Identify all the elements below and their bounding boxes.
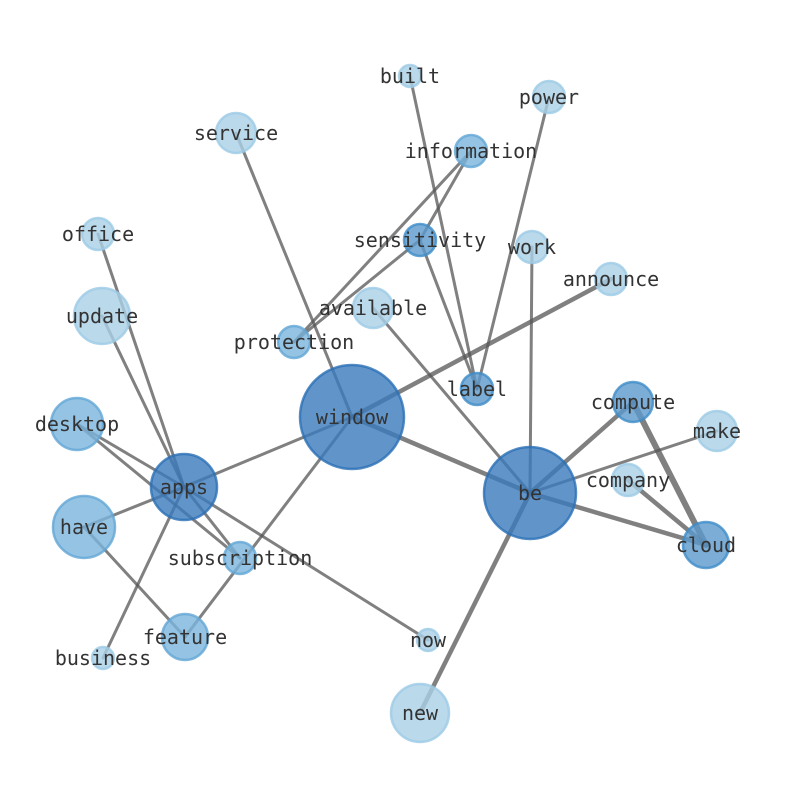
node-label-sensitivity: sensitivity (354, 228, 486, 252)
node-built[interactable] (397, 63, 423, 89)
node-label-feature: feature (143, 625, 227, 649)
labels: built power service information office sensit… (35, 64, 741, 725)
node-label[interactable] (459, 371, 495, 407)
node-window[interactable] (298, 363, 406, 471)
edge-apps-now (182, 485, 430, 642)
node-announce[interactable] (593, 261, 629, 297)
node-label-window: window (316, 405, 389, 429)
node-label-built: built (380, 64, 440, 88)
edge-office-apps (96, 232, 186, 489)
node-protection[interactable] (276, 324, 312, 360)
node-be[interactable] (482, 445, 578, 541)
node-label-have: have (60, 515, 108, 539)
node-label-be: be (518, 481, 542, 505)
node-label-cloud: cloud (676, 533, 736, 557)
node-sensitivity[interactable] (402, 222, 438, 258)
node-new[interactable] (389, 682, 451, 744)
edge-compute-cloud (630, 399, 709, 548)
node-available[interactable] (351, 286, 395, 330)
node-label-make: make (693, 419, 741, 443)
node-label-service: service (194, 121, 278, 145)
node-label-label: label (447, 377, 507, 401)
edge-built-label (408, 74, 479, 391)
node-cloud[interactable] (681, 520, 731, 570)
edge-sensitivity-protection (292, 238, 422, 344)
node-make[interactable] (695, 409, 739, 453)
node-label-office: office (62, 222, 134, 246)
node-label-power: power (519, 85, 579, 109)
node-feature[interactable] (160, 612, 210, 662)
node-power[interactable] (531, 79, 567, 115)
node-label-available: available (319, 296, 427, 320)
node-service[interactable] (214, 111, 258, 155)
node-label-subscription: subscription (168, 546, 313, 570)
node-label-apps: apps (160, 475, 208, 499)
node-label-update: update (66, 304, 138, 328)
node-compute[interactable] (611, 380, 655, 424)
node-label-new: new (402, 701, 439, 725)
edge-sensitivity-label (418, 238, 479, 391)
node-label-business: business (55, 646, 151, 670)
node-have[interactable] (51, 494, 117, 560)
nodes (49, 63, 739, 744)
node-business[interactable] (90, 645, 116, 671)
node-label-announce: announce (563, 267, 659, 291)
node-label-now: now (410, 628, 447, 652)
node-label-work: work (508, 235, 556, 259)
node-work[interactable] (514, 229, 550, 265)
node-label-information: information (405, 139, 537, 163)
node-subscription[interactable] (222, 540, 258, 576)
node-information[interactable] (453, 133, 489, 169)
edge-information-protection (292, 149, 473, 344)
node-update[interactable] (72, 286, 132, 346)
node-desktop[interactable] (49, 396, 105, 452)
edge-power-label (475, 95, 551, 391)
node-office[interactable] (80, 216, 116, 252)
node-now[interactable] (415, 627, 441, 653)
node-apps[interactable] (149, 452, 219, 522)
node-label-protection: protection (234, 330, 354, 354)
node-label-desktop: desktop (35, 412, 119, 436)
node-company[interactable] (610, 462, 646, 498)
node-label-company: company (586, 468, 670, 492)
node-label-compute: compute (591, 390, 675, 414)
